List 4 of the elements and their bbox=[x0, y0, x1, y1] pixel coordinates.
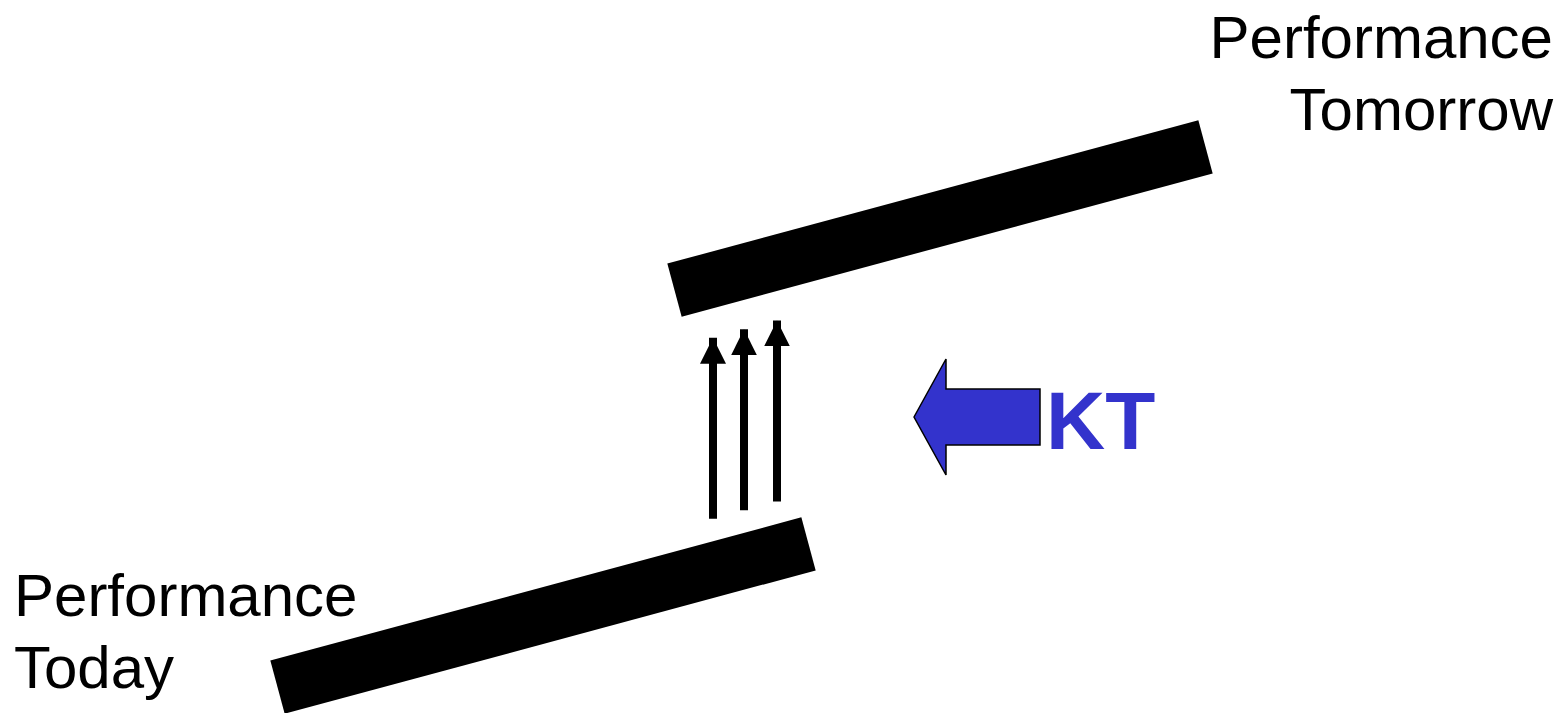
bar-caption: Performance Today bbox=[14, 561, 359, 703]
block-arrow bbox=[913, 358, 1041, 476]
node-label: KT bbox=[1046, 380, 1156, 462]
bar-caption: Performance Tomorrow bbox=[1208, 3, 1553, 145]
